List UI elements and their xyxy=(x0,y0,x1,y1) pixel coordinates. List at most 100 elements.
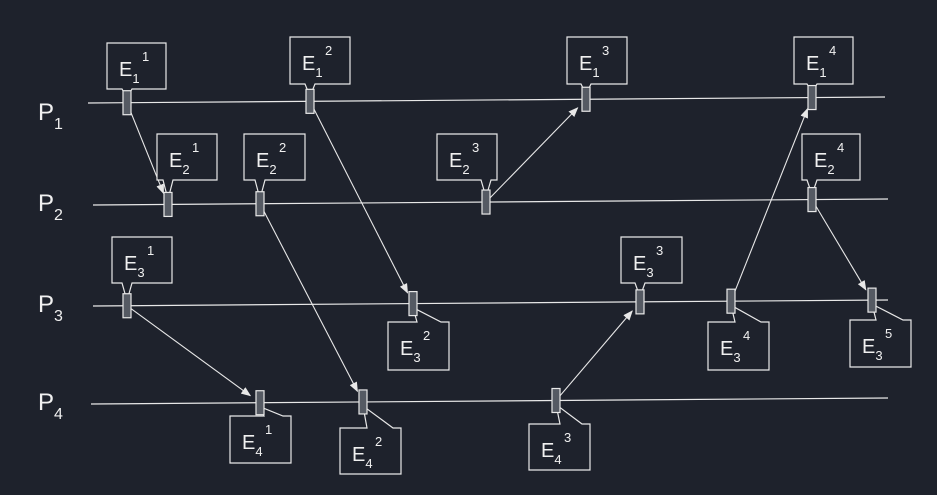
message-arrow-e31-e41 xyxy=(129,307,252,397)
process-label-subscript: 1 xyxy=(54,116,63,133)
event-label-subscript: 4 xyxy=(365,456,372,471)
event-label-superscript: 3 xyxy=(472,140,479,155)
process-label-base: P xyxy=(38,389,54,416)
event-callout-e34 xyxy=(707,303,770,371)
event-label-e12: E1 xyxy=(302,53,323,80)
process-label-subscript: 4 xyxy=(54,406,63,423)
event-label-subscript: 3 xyxy=(875,348,882,363)
process-label-base: P xyxy=(38,99,54,126)
event-label-subscript: 4 xyxy=(255,444,262,459)
event-label-subscript: 2 xyxy=(269,162,276,177)
process-label: P3 xyxy=(38,291,63,325)
process-label-base: P xyxy=(38,190,54,217)
event-label-base: E xyxy=(806,53,819,75)
event-label-superscript: 2 xyxy=(279,140,286,155)
process-line-1 xyxy=(87,96,886,104)
event-label-e24: E2 xyxy=(814,150,835,177)
message-arrow-e43-e33 xyxy=(558,310,633,398)
event-label-e41: E4 xyxy=(242,432,263,459)
event-callout-e31 xyxy=(111,236,173,303)
event-callout-e42 xyxy=(339,404,402,475)
event-label-e23: E2 xyxy=(449,150,470,177)
event-marker-e32 xyxy=(408,290,418,317)
event-label-e22: E2 xyxy=(256,150,277,177)
event-label-superscript: 4 xyxy=(837,140,844,155)
event-label-e32: E3 xyxy=(400,338,421,365)
event-marker-e33 xyxy=(635,289,645,315)
event-label-e11: E1 xyxy=(119,59,140,86)
process-label-subscript: 3 xyxy=(54,308,63,325)
event-marker-e21 xyxy=(163,191,173,218)
event-label-e43: E4 xyxy=(541,440,562,467)
event-label-superscript: 1 xyxy=(147,243,154,258)
event-label-base: E xyxy=(633,253,646,275)
event-label-superscript: 3 xyxy=(602,43,609,58)
event-label-superscript: 2 xyxy=(375,434,382,449)
event-label-e13: E1 xyxy=(579,53,600,80)
message-arrow-e12-e32 xyxy=(311,104,409,294)
event-marker-e42 xyxy=(358,389,368,415)
event-label-subscript: 3 xyxy=(137,265,144,280)
message-arrow-e34-e14 xyxy=(731,107,809,298)
event-marker-e34 xyxy=(726,288,736,314)
event-label-subscript: 1 xyxy=(132,71,139,86)
event-marker-e43 xyxy=(551,387,561,414)
event-label-superscript: 3 xyxy=(656,243,663,258)
process-label: P4 xyxy=(38,389,63,423)
process-line-3 xyxy=(92,299,889,307)
event-label-base: E xyxy=(862,336,875,358)
event-label-superscript: 1 xyxy=(265,422,272,437)
event-label-base: E xyxy=(302,53,315,75)
event-label-superscript: 4 xyxy=(743,328,750,343)
event-marker-e11 xyxy=(122,90,132,116)
process-line-4 xyxy=(90,397,889,405)
event-callout-e32 xyxy=(387,306,450,371)
event-callout-e43 xyxy=(528,403,591,471)
message-arrow-e23-e13 xyxy=(488,107,579,200)
event-label-subscript: 1 xyxy=(315,65,322,80)
event-label-base: E xyxy=(352,444,365,466)
event-callout-e22 xyxy=(243,133,306,202)
event-label-base: E xyxy=(119,59,132,81)
event-label-superscript: 3 xyxy=(564,430,571,445)
event-marker-e41 xyxy=(255,390,265,416)
message-arrow-e22-e42 xyxy=(261,207,358,393)
event-marker-e24 xyxy=(807,186,817,213)
event-label-base: E xyxy=(124,253,137,275)
event-label-superscript: 2 xyxy=(423,328,430,343)
event-label-subscript: 1 xyxy=(592,65,599,80)
event-label-subscript: 4 xyxy=(554,452,561,467)
event-marker-e23 xyxy=(481,189,491,215)
event-label-base: E xyxy=(400,338,413,360)
event-marker-e13 xyxy=(581,86,591,112)
process-label: P2 xyxy=(38,190,63,224)
event-label-superscript: 1 xyxy=(192,140,199,155)
event-marker-e12 xyxy=(305,88,315,114)
event-callout-e35 xyxy=(849,302,912,368)
event-label-superscript: 2 xyxy=(325,43,332,58)
process-label-subscript: 2 xyxy=(54,207,63,224)
event-label-e31: E3 xyxy=(124,253,145,280)
event-marker-e35 xyxy=(867,287,877,313)
event-label-e34: E3 xyxy=(720,338,741,365)
event-label-subscript: 2 xyxy=(182,162,189,177)
event-label-base: E xyxy=(720,338,733,360)
event-marker-e22 xyxy=(255,191,265,217)
event-label-base: E xyxy=(169,150,182,172)
event-callout-e21 xyxy=(156,133,218,200)
event-label-subscript: 2 xyxy=(827,162,834,177)
event-label-subscript: 3 xyxy=(646,265,653,280)
event-label-e35: E3 xyxy=(862,336,883,363)
event-label-base: E xyxy=(242,432,255,454)
event-label-base: E xyxy=(541,440,554,462)
process-label: P1 xyxy=(38,99,63,133)
event-marker-e31 xyxy=(122,293,132,319)
message-arrow-e24-e35 xyxy=(813,202,867,291)
event-label-e42: E4 xyxy=(352,444,373,471)
event-marker-e14 xyxy=(807,84,817,111)
event-label-superscript: 1 xyxy=(142,49,149,64)
event-label-base: E xyxy=(256,150,269,172)
event-label-subscript: 3 xyxy=(413,350,420,365)
process-label-base: P xyxy=(38,291,54,318)
